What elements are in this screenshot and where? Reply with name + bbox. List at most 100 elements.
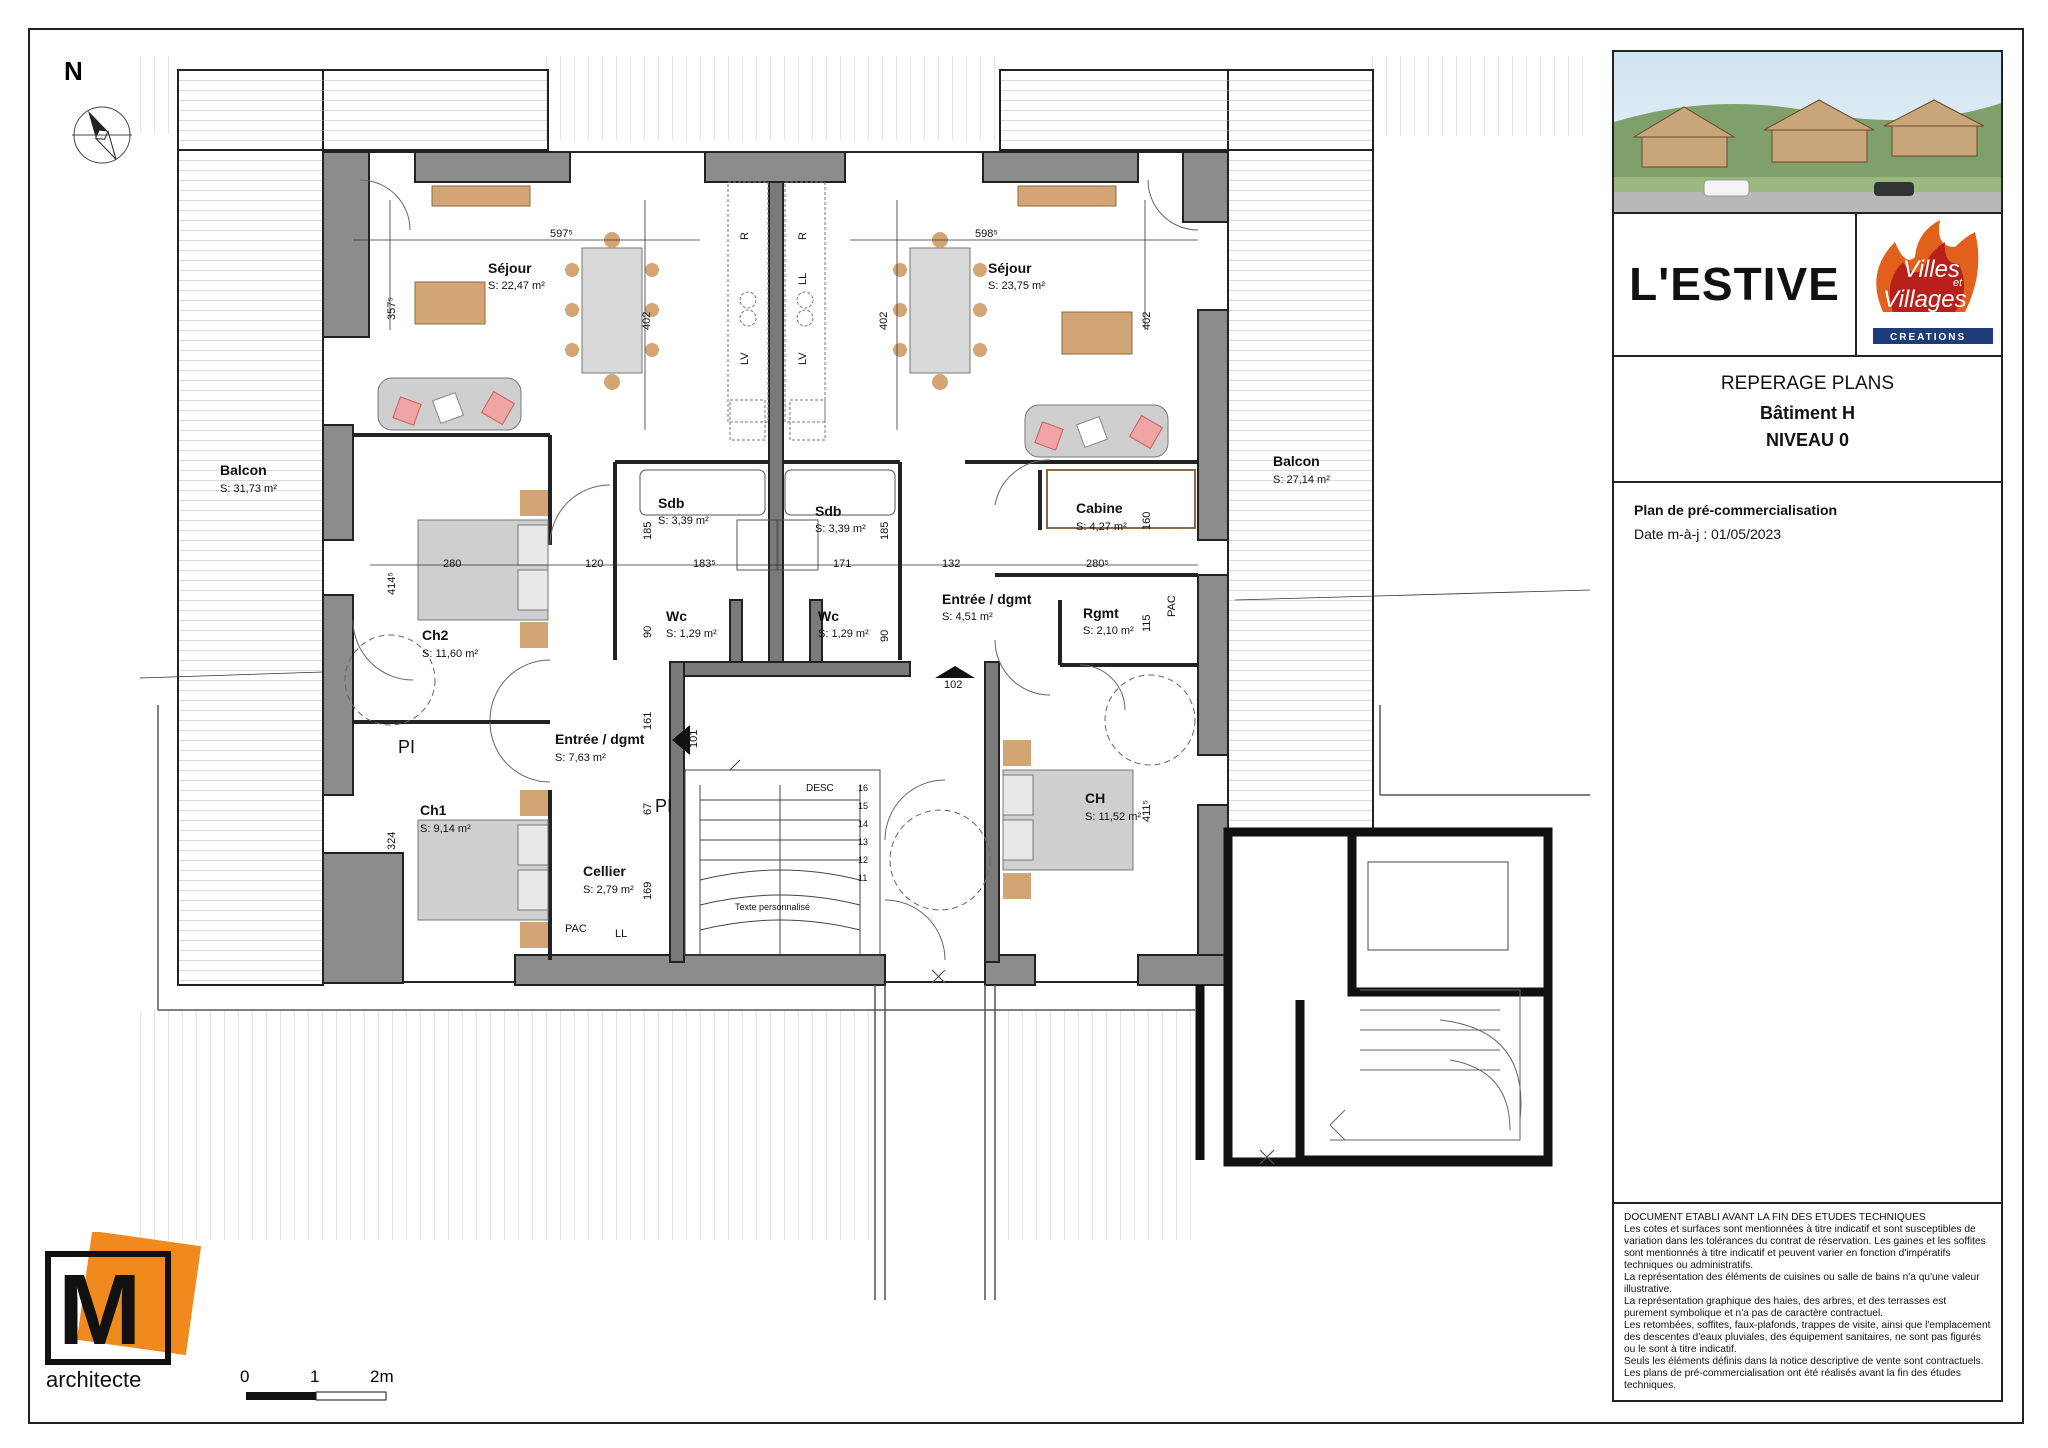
scale-label-0: 0 [240, 1367, 249, 1386]
dim-67: 67 [642, 803, 654, 815]
disclaimer-line-2: Les cotes et surfaces sont mentionnées à… [1624, 1224, 1986, 1271]
room-wc-left-area: S: 1,29 m² [666, 628, 717, 640]
building-name: Bâtiment H [1759, 403, 1855, 423]
dim-171: 171 [833, 558, 851, 570]
tv-unit-right [1017, 185, 1117, 207]
exterior-terrace-top [140, 56, 1592, 140]
room-entree-left-name: Entrée / dgmt [555, 731, 645, 747]
dim-185-a: 185 [642, 522, 654, 540]
label-ll-left: LL [615, 928, 627, 940]
dim-324: 324 [386, 832, 398, 850]
dim-402-b: 402 [878, 312, 890, 330]
project-name: L'ESTIVE [1614, 212, 1857, 355]
dim-161: 161 [642, 712, 654, 730]
level-name: NIVEAU 0 [1765, 430, 1850, 450]
room-rgmt-name: Rgmt [1083, 605, 1119, 621]
title-block: L'ESTIVE Villes et Villages CREATIONS RE… [1612, 50, 2003, 1402]
bed-ch2 [417, 490, 549, 648]
dim-115: 115 [1141, 614, 1153, 632]
scale-label-1: 1 [310, 1367, 319, 1386]
label-fridge-l: R [739, 232, 751, 240]
room-sdb-left-name: Sdb [658, 495, 684, 511]
label-desc: DESC [806, 783, 834, 794]
disclaimer-line-6: Seuls les éléments définis dans la notic… [1624, 1356, 1984, 1391]
sofa-right [1024, 404, 1169, 458]
room-sejour-left-area: S: 22,47 m² [488, 280, 545, 292]
label-fridge-r: R [797, 232, 809, 240]
bathtubs [639, 469, 896, 571]
dim-90-b: 90 [879, 630, 891, 642]
room-balcon-right-name: Balcon [1273, 453, 1320, 469]
plan-reference: REPERAGE PLANS Bâtiment H NIVEAU 0 [1614, 355, 2001, 483]
dim-402-c: 402 [1141, 312, 1153, 330]
logo-label: architecte [46, 1367, 141, 1392]
dim-120: 120 [585, 558, 603, 570]
external-stair-block [1195, 827, 1553, 1167]
label-pl-lower: PI [655, 796, 672, 816]
north-label: N [64, 56, 83, 86]
villes-villages-logo: Villes et Villages CREATIONS [1855, 212, 2003, 355]
update-date: Date m-à-j : 01/05/2023 [1634, 526, 1782, 542]
entry-arrow-101 [672, 725, 690, 755]
logo-creations: CREATIONS [1890, 332, 1966, 343]
disclaimer-line-4: La représentation graphique des haies, d… [1624, 1296, 1947, 1319]
room-ch2-name: Ch2 [422, 627, 449, 643]
logo-letter: M [58, 1254, 141, 1366]
room-ch1-name: Ch1 [420, 802, 447, 818]
dim-132: 132 [942, 558, 960, 570]
sofa-left [377, 377, 522, 431]
lower-terrace [140, 705, 1590, 1240]
balcon-right-deck [1227, 69, 1374, 831]
dim-183: 183⁵ [693, 558, 716, 570]
stair-step-16: 16 [858, 783, 868, 793]
room-rgmt-area: S: 2,10 m² [1083, 625, 1134, 637]
tv-unit-left [431, 185, 531, 207]
dim-411: 411⁵ [1141, 800, 1153, 822]
stair-step-12: 12 [858, 855, 868, 865]
exterior-walls [322, 151, 1229, 986]
north-arrow: N [64, 56, 132, 164]
central-staircase [684, 759, 881, 956]
dim-357: 357⁵ [386, 297, 398, 320]
dining-table-right [893, 232, 987, 390]
balcon-left-deck [177, 69, 324, 986]
plan-info: Plan de pré-commercialisation Date m-à-j… [1634, 502, 1984, 542]
dim-402-a: 402 [641, 312, 653, 330]
bed-ch1 [417, 790, 549, 948]
room-cabine-area: S: 4,27 m² [1076, 521, 1127, 533]
label-lv-r: LV [797, 352, 809, 365]
stair-step-numbers: 16 15 14 13 12 11 [858, 783, 868, 883]
label-ll-kitchen: LL [797, 273, 809, 285]
room-ch2-area: S: 11,60 m² [422, 648, 478, 660]
cabine-shelf [1046, 469, 1196, 529]
stair-step-14: 14 [858, 819, 868, 829]
stair-step-13: 13 [858, 837, 868, 847]
label-stair-text: Texte personnalisé [735, 902, 810, 912]
room-sdb-left-area: S: 3,39 m² [658, 515, 709, 527]
coffee-table-right [1061, 311, 1133, 355]
stair-step-11: 11 [858, 873, 867, 883]
room-sdb-right-area: S: 3,39 m² [815, 523, 866, 535]
access-walkway [874, 985, 996, 1300]
dining-table-left [565, 232, 659, 390]
room-cellier-area: S: 2,79 m² [583, 884, 634, 896]
dim-169: 169 [642, 882, 654, 900]
entry-arrow-102 [935, 666, 975, 678]
scale-label-2m: 2m [370, 1367, 394, 1386]
room-sejour-left-name: Séjour [488, 260, 532, 276]
label-pac-right: PAC [1166, 595, 1178, 617]
room-wc-right-area: S: 1,29 m² [818, 628, 869, 640]
room-balcon-right-area: S: 27,14 m² [1273, 474, 1330, 486]
label-apt-101: 101 [688, 730, 700, 748]
bed-ch [1002, 740, 1134, 899]
door-swings [352, 179, 1199, 961]
room-ch-area: S: 11,52 m² [1085, 811, 1141, 823]
scale-bar: 0 1 2m [238, 1366, 408, 1406]
room-entree-right-name: Entrée / dgmt [942, 591, 1032, 607]
project-rendering-image [1614, 52, 2001, 214]
disclaimer: DOCUMENT ETABLI AVANT LA FIN DES ETUDES … [1614, 1202, 2001, 1402]
room-sdb-right-name: Sdb [815, 503, 841, 519]
plan-type: REPERAGE PLANS [1720, 373, 1895, 394]
dimension-lines [353, 200, 1198, 566]
